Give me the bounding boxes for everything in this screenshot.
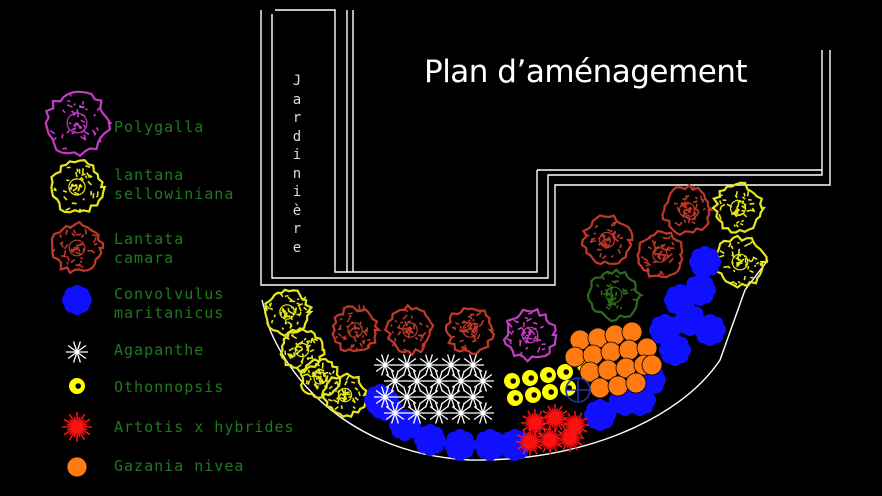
othonnopsis-7 [542, 384, 558, 400]
agapanthe-14 [440, 386, 462, 408]
agapanthe-8 [428, 370, 450, 392]
agapanthe-9 [450, 370, 472, 392]
plan-outline [260, 9, 831, 461]
planter-label: Jardinière [292, 73, 302, 256]
lantata-camara-4 [580, 214, 634, 266]
othonnopsis-3 [540, 367, 556, 383]
legend-label-6: Othonnopsis [114, 378, 225, 396]
convolvulus-16 [649, 314, 681, 346]
legend-label-7: Artotis x hybrides [114, 418, 295, 436]
lantana-sellowiniana-5 [711, 181, 766, 234]
agapanthe-15 [462, 386, 484, 408]
convolvulus-14 [689, 246, 721, 278]
legend-label-4: Convolvulus maritanicus [114, 285, 225, 322]
gazania-nivea-8 [618, 339, 640, 361]
gazania-nivea-6 [582, 344, 604, 366]
gazania-nivea-7 [600, 341, 622, 363]
lantata-camara-2 [383, 303, 435, 357]
convolvulus-17 [694, 314, 726, 346]
gazania-nivea-17 [641, 354, 663, 376]
lantana-sellowiniana-6 [713, 234, 768, 289]
legend-symbol-3 [51, 220, 105, 275]
legend-label-1: Polygalla [114, 118, 205, 136]
artotis-4 [516, 428, 544, 456]
gazania-nivea-4 [621, 321, 643, 343]
legend-symbol-6 [69, 378, 85, 394]
legend-symbol-2 [50, 159, 107, 214]
othonnopsis-2 [522, 370, 538, 386]
agapanthe-5 [462, 354, 484, 376]
agapanthe-18 [428, 402, 450, 424]
plan-title: Plan d’aménagement [424, 54, 748, 90]
green-shrub-1 [586, 268, 645, 323]
legend-symbol-1 [44, 90, 113, 158]
agapanthe-17 [406, 402, 428, 424]
othonnopsis-1 [504, 373, 520, 389]
artotis-6 [556, 424, 584, 452]
agapanthe-7 [406, 370, 428, 392]
agapanthe-20 [472, 402, 494, 424]
crosshair-symbol [565, 377, 591, 403]
artotis-1 [521, 409, 549, 437]
othonnopsis-6 [525, 387, 541, 403]
legend-symbol-5 [66, 341, 88, 363]
gazania-nivea-5 [564, 346, 586, 368]
convolvulus-2 [389, 409, 421, 441]
othonnopsis-5 [507, 390, 523, 406]
othonnopsis-4 [557, 364, 573, 380]
artotis-5 [536, 426, 564, 454]
legend-symbol-8 [66, 456, 88, 478]
gazania-nivea-15 [607, 375, 629, 397]
agapanthe-19 [450, 402, 472, 424]
convolvulus-8 [584, 399, 616, 431]
lantata-camara-1 [331, 304, 382, 353]
lantana-sellowiniana-1 [263, 288, 314, 338]
agapanthe-6 [384, 370, 406, 392]
agapanthe-3 [418, 354, 440, 376]
artotis-2 [541, 404, 569, 432]
legend-label-8: Gazania nivea [114, 457, 245, 475]
convolvulus-3 [414, 424, 446, 456]
legend-label-5: Agapanthe [114, 341, 205, 359]
agapanthe-2 [396, 354, 418, 376]
convolvulus-6 [499, 429, 531, 461]
lantata-camara-6 [661, 183, 713, 237]
plant-symbols [263, 181, 768, 461]
convolvulus-4 [444, 429, 476, 461]
gazania-nivea-16 [625, 372, 647, 394]
agapanthe-4 [440, 354, 462, 376]
gazania-nivea-14 [589, 377, 611, 399]
convolvulus-15 [664, 284, 696, 316]
polygalla-1 [502, 307, 558, 363]
lantana-sellowiniana-4 [321, 372, 370, 418]
agapanthe-16 [384, 402, 406, 424]
lantata-camara-3 [444, 306, 496, 355]
gazania-nivea-3 [604, 324, 626, 346]
agapanthe-10 [472, 370, 494, 392]
lantana-sellowiniana-2 [279, 326, 326, 374]
agapanthe-11 [374, 386, 396, 408]
legend-icons [44, 90, 113, 478]
agapanthe-12 [396, 386, 418, 408]
legend-symbol-7 [62, 412, 92, 442]
legend-label-2: lantana sellowiniana [114, 166, 235, 203]
legend-symbol-4 [62, 285, 92, 315]
legend-label-3: Lantata camara [114, 230, 185, 267]
lantata-camara-5 [636, 229, 684, 279]
agapanthe-1 [374, 354, 396, 376]
agapanthe-13 [418, 386, 440, 408]
